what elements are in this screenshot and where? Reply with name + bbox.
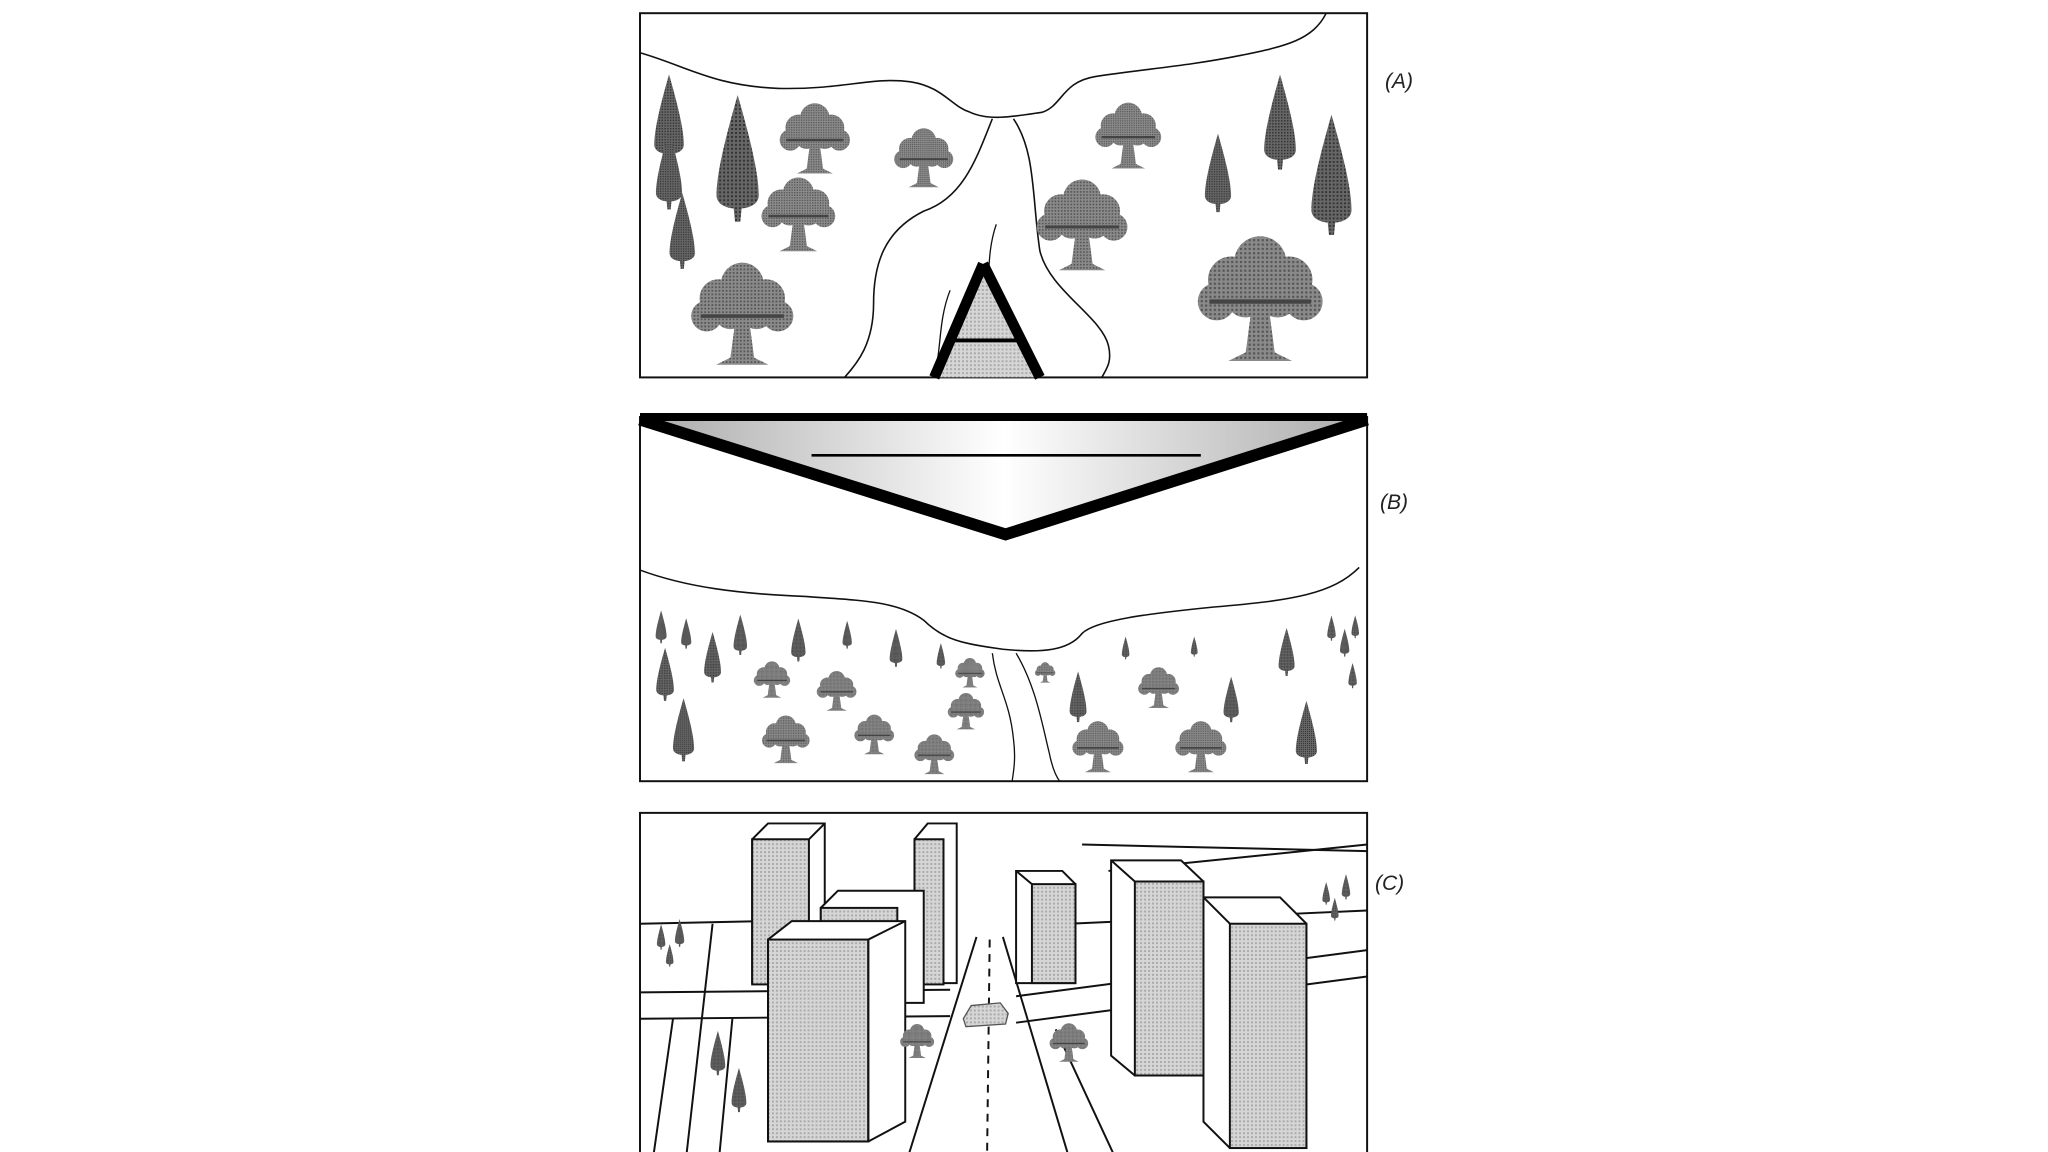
shoreline [639, 566, 1360, 652]
river-right-bank [1012, 118, 1111, 378]
panel-label-b: (B) [1380, 491, 1408, 514]
panel-a [639, 12, 1369, 380]
a-frame-tent [929, 261, 1045, 380]
panel-label-a: (A) [1385, 70, 1413, 93]
tent-interior-roof [640, 416, 1368, 535]
shoreline [639, 12, 1327, 119]
river-left-bank [843, 118, 994, 378]
panel-b [638, 413, 1369, 783]
car [962, 1002, 1009, 1028]
panel-label-c: (C) [1375, 872, 1405, 895]
panel-c [639, 811, 1369, 1152]
buildings [751, 822, 1308, 1150]
